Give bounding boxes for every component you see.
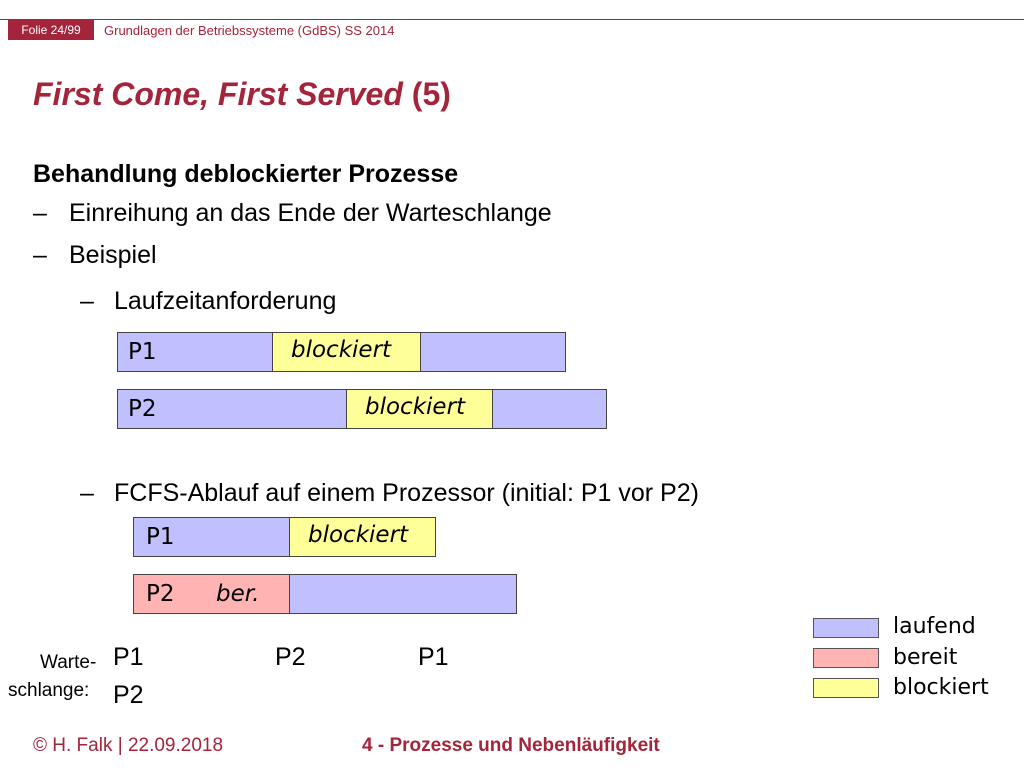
queue-label-line2: schlange: (8, 680, 90, 701)
segment-blocked: blockiert (346, 390, 492, 428)
queue-label-line1: Warte- (40, 652, 97, 673)
header-rule (0, 19, 1024, 20)
legend-label-blocked: blockiert (893, 675, 989, 700)
runtime-bar-p2: P2 blockiert (117, 389, 607, 429)
section-heading: Behandlung deblockierter Prozesse (33, 160, 459, 188)
bullet-enqueue-end: Einreihung an das Ende der Warteschlange (69, 199, 552, 227)
sub-bullet-fcfs-sequence: FCFS-Ablauf auf einem Prozessor (initial… (114, 479, 699, 507)
segment-blocked: blockiert (289, 518, 435, 556)
process-label-p2: P2 (128, 396, 157, 422)
fcfs-bar-p2: P2 ber. (133, 574, 517, 614)
legend-label-running: laufend (893, 614, 976, 639)
legend-swatch-ready (813, 648, 879, 668)
queue-entry: P1 (113, 643, 144, 671)
legend-swatch-blocked (813, 678, 879, 698)
segment-ready: P2 ber. (134, 575, 289, 613)
runtime-bar-p1: P1 blockiert (117, 332, 566, 372)
footer-author-date: © H. Falk | 22.09.2018 (33, 735, 224, 756)
segment-running: P2 (118, 390, 346, 428)
segment-running: P1 (118, 333, 272, 371)
queue-entry: P2 (275, 643, 306, 671)
queue-entry: P2 (113, 681, 144, 709)
bullet-example: Beispiel (69, 241, 157, 269)
blocked-label: blockiert (365, 394, 466, 421)
sub-bullet-runtime-request: Laufzeitanforderung (114, 287, 337, 315)
process-label-p1: P1 (146, 524, 175, 550)
blocked-label: blockiert (291, 337, 392, 364)
process-label-p2: P2 (146, 581, 175, 607)
segment-running: P1 (134, 518, 289, 556)
process-label-p1: P1 (128, 339, 157, 365)
segment-running (492, 390, 606, 428)
sub-bullet-dash: – (80, 287, 94, 315)
sub-bullet-dash: – (80, 479, 94, 507)
bullet-dash: – (33, 241, 47, 269)
blocked-label: blockiert (308, 522, 409, 549)
segment-blocked: blockiert (272, 333, 420, 371)
slide-number-badge: Folie 24/99 (8, 20, 94, 40)
ready-label: ber. (216, 581, 260, 607)
course-title: Grundlagen der Betriebssysteme (GdBS) SS… (104, 23, 395, 38)
slide-title-main: First Come, First Served (33, 76, 403, 112)
queue-entry: P1 (418, 643, 449, 671)
bullet-dash: – (33, 199, 47, 227)
segment-running (289, 575, 516, 613)
fcfs-bar-p1: P1 blockiert (133, 517, 436, 557)
slide-title: First Come, First Served (5) (33, 76, 451, 113)
footer-chapter: 4 - Prozesse und Nebenläufigkeit (362, 735, 660, 756)
slide-title-suffix: (5) (402, 76, 451, 112)
segment-running (420, 333, 565, 371)
legend-swatch-running (813, 618, 879, 638)
legend-label-ready: bereit (893, 645, 958, 670)
